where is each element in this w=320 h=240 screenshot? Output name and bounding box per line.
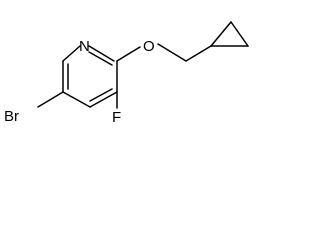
chemical-structure-diagram: N O Br F [4,21,249,126]
bond-cp-2-3 [230,21,249,47]
bond-c5-bromine [37,91,64,108]
bond-c2-oxygen [116,46,141,62]
substituent-bonds [37,43,212,109]
bromine-label: Br [4,108,19,125]
bond-c4-c5 [62,91,91,108]
bond-n1-c2-inner [88,51,113,66]
bond-ch2-cyclopropyl [185,45,212,62]
cyclopropyl-ring [210,21,249,47]
bond-cp-1-2 [210,21,232,47]
pyridine-ring [62,45,118,108]
fluorine-label: F [112,109,121,126]
bond-c6-n1 [62,45,81,62]
bond-n1-c2 [88,45,115,62]
nitrogen-label: N [79,38,90,55]
bond-c4-c3-inner [89,88,113,102]
oxygen-label: O [143,38,155,55]
bond-c3-c4 [89,91,118,108]
bond-oxygen-ch2 [157,43,187,62]
